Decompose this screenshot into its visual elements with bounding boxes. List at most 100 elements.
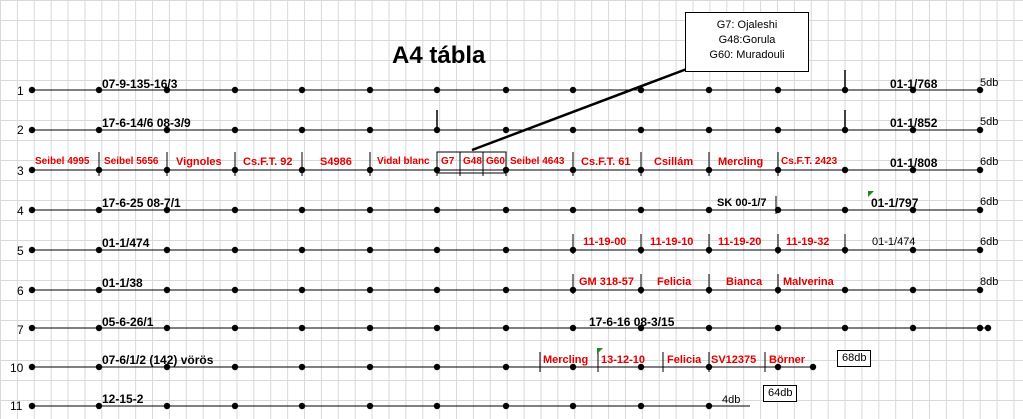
post-dot	[909, 246, 917, 254]
post-dot	[366, 86, 374, 94]
legend-item-g48: G48:Gorula	[718, 34, 776, 46]
post-dot	[298, 324, 306, 332]
post-dot	[28, 286, 36, 294]
post-dot	[298, 206, 306, 214]
post-dot	[95, 206, 103, 214]
g-varieties-box	[436, 151, 507, 174]
post-dot	[637, 126, 645, 134]
post-dot	[366, 363, 374, 371]
row-end-label: 01-1/768	[890, 77, 938, 91]
variety-label: Csillám	[654, 156, 694, 168]
row-count: 6db	[980, 196, 999, 208]
post-dot	[637, 86, 645, 94]
post-dot	[433, 324, 441, 332]
variety-label-g60: G60	[486, 156, 505, 167]
post-dot	[841, 206, 849, 214]
post-dot	[231, 86, 239, 94]
post-dot	[637, 363, 645, 371]
post-dot	[163, 206, 171, 214]
post-dot	[298, 246, 306, 254]
post-dot	[909, 206, 917, 214]
post-dot	[28, 402, 36, 410]
post-dot	[163, 246, 171, 254]
variety-label: 13-12-10	[601, 354, 646, 366]
post-dot	[28, 86, 36, 94]
post-dot	[909, 86, 917, 94]
post-dot	[774, 324, 782, 332]
post-dot	[637, 324, 645, 332]
post-dot	[433, 402, 441, 410]
row-count: 5db	[980, 116, 999, 128]
post-dot	[502, 402, 510, 410]
post-dot	[976, 206, 984, 214]
post-dot	[298, 363, 306, 371]
post-dot	[705, 324, 713, 332]
post-dot	[705, 402, 713, 410]
post-dot	[502, 246, 510, 254]
post-dot	[976, 86, 984, 94]
post-dot	[984, 324, 992, 332]
variety-label: Cs.F.T. 2423	[781, 156, 838, 167]
post-dot	[28, 324, 36, 332]
post-dot	[705, 126, 713, 134]
post-dot	[502, 363, 510, 371]
post-dot	[976, 126, 984, 134]
row-end-label: 01-1/797	[871, 196, 919, 210]
post-dot	[433, 206, 441, 214]
row-number: 3	[17, 164, 24, 178]
variety-label-g7: G7	[441, 156, 455, 167]
row-count: 6db	[980, 156, 999, 168]
post-dot	[163, 402, 171, 410]
row-end-label: 01-1/474	[872, 236, 916, 248]
comment-marker	[868, 191, 874, 197]
post-dot	[841, 166, 849, 174]
post-dot	[569, 126, 577, 134]
post-dot	[231, 402, 239, 410]
post-dot	[231, 126, 239, 134]
row-number: 2	[17, 123, 24, 137]
post-dot	[298, 402, 306, 410]
post-dot	[366, 206, 374, 214]
variety-label: Cs.F.T. 61	[581, 156, 631, 168]
row-number: 7	[17, 323, 24, 337]
post-dot	[231, 324, 239, 332]
row-end-label: 01-1/852	[890, 116, 938, 130]
post-dot	[298, 126, 306, 134]
row-number: 5	[17, 244, 24, 258]
post-dot	[569, 86, 577, 94]
variety-label: Vidal blanc	[377, 156, 430, 167]
comment-marker	[597, 348, 603, 354]
post-dot	[976, 166, 984, 174]
post-dot	[637, 206, 645, 214]
post-dot	[298, 286, 306, 294]
row-count: 6db	[980, 236, 999, 248]
post-dot	[28, 206, 36, 214]
variety-legend: G7: Ojaleshi G48:Gorula G60: Muradouli	[685, 12, 809, 72]
post-dot	[28, 126, 36, 134]
post-dot	[95, 363, 103, 371]
row-number: 4	[17, 204, 24, 218]
variety-label: Börner	[769, 354, 806, 366]
post-dot	[569, 206, 577, 214]
post-dot	[433, 246, 441, 254]
post-dot	[976, 246, 984, 254]
row-label: 17-6-14/6 08-3/9	[102, 116, 191, 130]
row-label: 01-1/474	[102, 236, 150, 250]
variety-label-g48: G48	[463, 156, 482, 167]
post-dot	[366, 126, 374, 134]
post-dot	[231, 206, 239, 214]
count-callout: 64db	[763, 385, 798, 402]
post-dot	[774, 86, 782, 94]
legend-item-g7: G7: Ojaleshi	[716, 19, 778, 31]
row-number: 11	[10, 399, 23, 413]
legend-item-g60: G60: Muradouli	[709, 49, 785, 61]
post-dot	[163, 86, 171, 94]
variety-label: Seibel 4995	[35, 156, 90, 167]
variety-label: Seibel 5656	[104, 156, 159, 167]
variety-label: Cs.F.T. 92	[243, 156, 293, 168]
variety-label: Malverina	[783, 276, 834, 288]
variety-label: 11-19-10	[650, 236, 694, 248]
row-label: 07-6/1/2 (142) vörös	[102, 353, 214, 367]
row-count: 4db	[722, 394, 741, 406]
